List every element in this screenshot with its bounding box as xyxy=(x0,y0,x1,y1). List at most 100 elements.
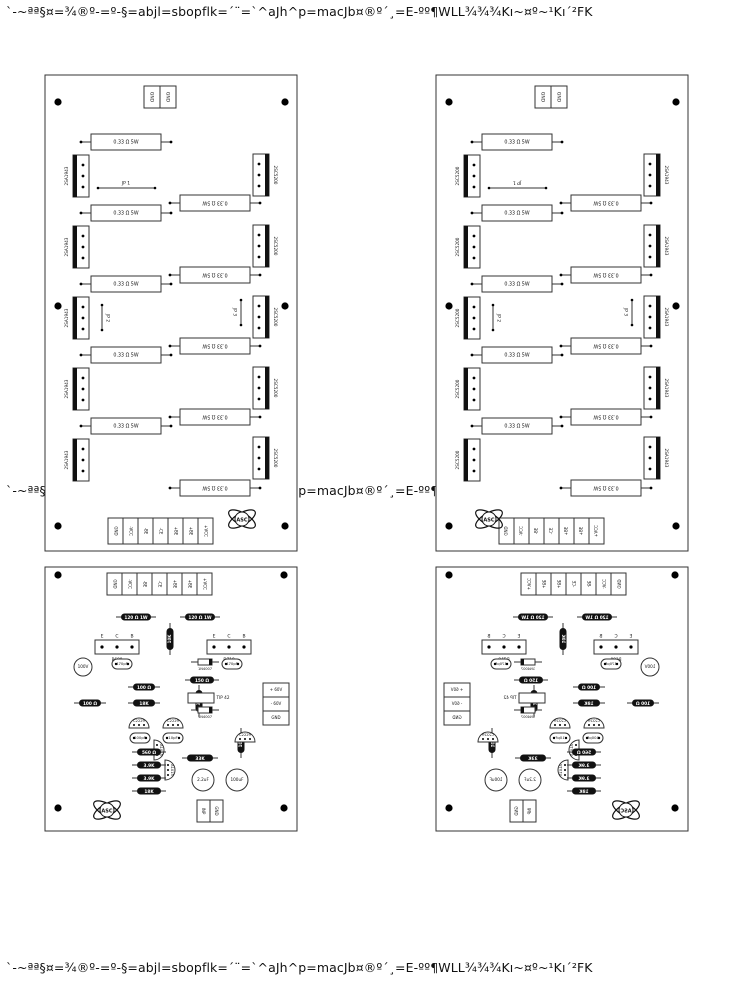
pin xyxy=(244,738,246,740)
transistor-label: A1015 xyxy=(559,764,563,776)
pin xyxy=(554,724,556,726)
electrolytic-capacitor xyxy=(484,768,508,792)
pin xyxy=(472,316,476,320)
transistor-label: 2SC5200 xyxy=(273,237,278,256)
asc-logo: ASC xyxy=(475,509,503,529)
diode-band xyxy=(521,707,524,713)
pin xyxy=(249,738,251,740)
pin-label: C xyxy=(614,634,617,640)
pin-label: E xyxy=(101,634,104,640)
terminal-label: -VCC xyxy=(602,579,607,589)
pin xyxy=(126,662,130,666)
logo-text: ASC xyxy=(483,518,494,524)
pin xyxy=(81,316,85,320)
pad xyxy=(169,140,173,144)
resistor-100 xyxy=(133,683,155,691)
pad xyxy=(470,353,474,357)
pad xyxy=(168,201,172,205)
board-outline xyxy=(44,566,298,832)
pin xyxy=(648,184,652,188)
pin xyxy=(502,645,506,649)
voltage-label: - 60V xyxy=(451,701,462,706)
mounting-hole xyxy=(54,571,62,579)
terminal-label: +BE xyxy=(173,580,178,589)
small-transistor: C2229 xyxy=(477,731,499,743)
pad xyxy=(258,415,262,419)
pad xyxy=(168,344,172,348)
transistor-label: 2SC5200 xyxy=(455,237,460,256)
resistor-label: 0.33 Ω 5W xyxy=(504,353,529,359)
pin xyxy=(212,645,216,649)
terminal-label: GND xyxy=(113,579,118,588)
transistor-label: 2SC5200 xyxy=(273,308,278,327)
heat-tab xyxy=(73,439,77,481)
voltage-label: + 60V xyxy=(451,687,464,692)
transistor-label: TIP 42 xyxy=(503,695,517,700)
resistor-label: 3.9K xyxy=(144,763,156,769)
pin xyxy=(472,458,476,462)
resistor-label: 150 Ω xyxy=(524,678,538,684)
terminal-label: -CE xyxy=(158,581,163,588)
ceramic-capacitor xyxy=(162,732,184,744)
heat-tab xyxy=(464,155,468,197)
pin xyxy=(156,744,158,746)
resistor-label: 120 Ω 1W xyxy=(124,615,148,621)
cap-label: 10pF xyxy=(168,735,177,740)
mounting-hole xyxy=(281,302,289,310)
heat-tab xyxy=(265,296,269,338)
resistor-label: 560 Ω xyxy=(142,750,156,756)
cap-label: 2.2uF xyxy=(524,777,536,782)
pad xyxy=(560,424,564,428)
pin xyxy=(472,163,476,167)
pad xyxy=(544,186,548,190)
terminal-label: +VCC xyxy=(204,525,209,537)
voltage-label: + 60V xyxy=(270,687,283,692)
heat-tab xyxy=(656,296,660,338)
pin-label: E xyxy=(213,634,216,640)
pad xyxy=(649,415,653,419)
pin xyxy=(597,736,601,740)
resistor-label: 10K xyxy=(490,738,495,748)
pin xyxy=(648,304,652,308)
pad xyxy=(258,344,262,348)
mounting-hole xyxy=(672,522,680,530)
small-transistor: A1015 xyxy=(164,759,176,781)
diode-label: 1N4007 xyxy=(198,667,212,671)
terminal-label: +BE xyxy=(564,526,569,535)
electrolytic-capacitor xyxy=(640,657,660,677)
resistor-label: 0.33 Ω 5W xyxy=(113,353,138,359)
resistor-label: 0.33 Ω 5W xyxy=(504,424,529,430)
pin xyxy=(115,645,119,649)
gnd-label: GND xyxy=(165,92,171,103)
logo-text: ASC xyxy=(236,518,247,524)
resistor-label: 0.33 Ω 5W xyxy=(593,414,618,420)
cap-label: 470pF xyxy=(495,661,507,666)
pad xyxy=(560,353,564,357)
pad xyxy=(79,211,83,215)
pin xyxy=(81,469,85,473)
pad xyxy=(630,323,634,327)
resistor-560 xyxy=(137,748,161,756)
pin xyxy=(167,774,169,776)
pin xyxy=(598,724,600,726)
transistor-label: 2SA1943 xyxy=(664,308,669,327)
pad xyxy=(239,323,243,327)
mounting-hole xyxy=(281,522,289,530)
cap-label: 100V xyxy=(78,664,89,669)
cap-label: 470pF xyxy=(226,661,238,666)
resistor-label: 0.33 Ω 5W xyxy=(504,282,529,288)
resistor-label: 100 Ω xyxy=(137,685,151,691)
terminal-label: -BE xyxy=(143,581,148,588)
pin xyxy=(472,174,476,178)
pin xyxy=(559,724,561,726)
pin xyxy=(564,764,566,766)
pin xyxy=(257,386,261,390)
pad xyxy=(491,328,495,332)
transistor-label: A1015 xyxy=(570,744,574,756)
voltage-label: GND xyxy=(452,715,461,720)
voltage-label: GND xyxy=(271,715,280,720)
gnd-label: GND xyxy=(540,92,546,103)
resistor-39k xyxy=(137,774,161,782)
